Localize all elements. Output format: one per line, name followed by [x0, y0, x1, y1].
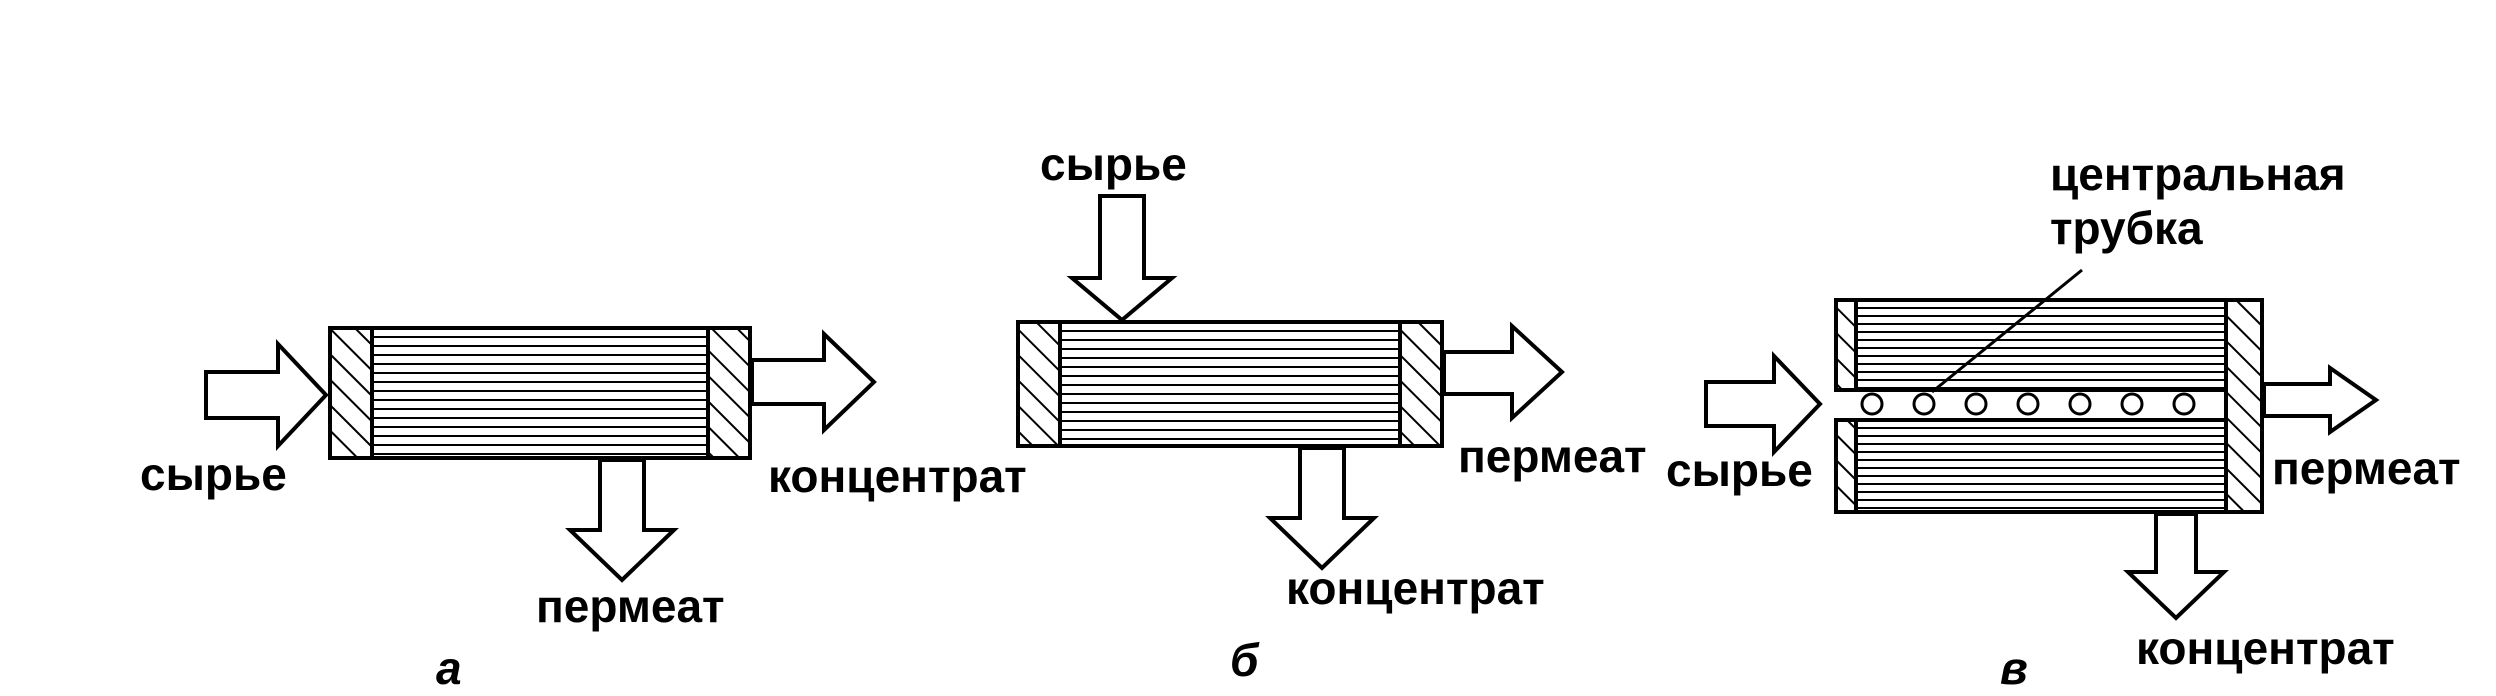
feed-arrow-a	[204, 338, 329, 452]
feed-label-b: сырье	[1040, 138, 1187, 190]
end-cap-right-a	[706, 326, 752, 460]
concentrate-arrow-c	[2123, 512, 2229, 621]
central-tube-label-line1: центральная	[2050, 148, 2346, 200]
permeate-label-a: пермеат	[536, 580, 725, 632]
permeate-arrow-a	[565, 458, 679, 583]
module-upper-c	[1834, 298, 2228, 392]
feed-arrow-c	[1704, 351, 1823, 457]
tube-hole	[1912, 392, 1936, 416]
membrane-lines-lower-c	[1856, 427, 2226, 509]
concentrate-arrow-a	[750, 329, 877, 435]
feed-label-c: сырье	[1666, 444, 1813, 496]
caption-b: б	[1230, 634, 1260, 686]
central-tube-label-line2: трубка	[2050, 202, 2203, 254]
panel-b: сырье пермеат концентрат б	[1016, 138, 1647, 686]
end-cap-lower-left-c	[1834, 418, 1858, 514]
permeate-label-b: пермеат	[1458, 430, 1647, 482]
feed-arrow-b	[1066, 194, 1178, 323]
caption-c: в	[2000, 642, 2028, 694]
end-cap-left-a	[328, 326, 374, 460]
module-lower-c	[1834, 418, 2228, 514]
end-cap-left-b	[1016, 320, 1062, 448]
module-a	[328, 326, 752, 460]
permeate-arrow-c	[2262, 364, 2380, 436]
membrane-lines-b	[1060, 330, 1400, 440]
module-b	[1016, 320, 1444, 448]
permeate-label-c: пермеат	[2272, 442, 2461, 494]
tube-hole	[2172, 392, 2196, 416]
end-cap-right-b	[1398, 320, 1444, 448]
tube-hole	[2016, 392, 2040, 416]
concentrate-label-b: концентрат	[1286, 562, 1545, 614]
concentrate-label-a: концентрат	[768, 450, 1027, 502]
permeate-arrow-b	[1442, 321, 1565, 423]
tube-hole	[2068, 392, 2092, 416]
concentrate-label-c: концентрат	[2136, 622, 2395, 674]
end-cap-upper-left-c	[1834, 298, 1858, 392]
panel-a: сырье концентрат пермеат а	[140, 326, 1027, 694]
central-tube-holes	[1860, 392, 2196, 416]
membrane-lines-a	[372, 336, 708, 455]
panel-c: центральная трубка сырье пермеат концент…	[1666, 148, 2461, 694]
concentrate-arrow-b	[1265, 446, 1379, 571]
end-cap-right-c	[2224, 298, 2264, 514]
central-tube-pointer	[1931, 268, 2083, 394]
membrane-lines-upper-c	[1856, 307, 2226, 389]
tube-hole	[1860, 392, 1884, 416]
caption-a: а	[436, 642, 462, 694]
feed-label-a: сырье	[140, 448, 287, 500]
tube-hole	[2120, 392, 2144, 416]
tube-hole	[1964, 392, 1988, 416]
